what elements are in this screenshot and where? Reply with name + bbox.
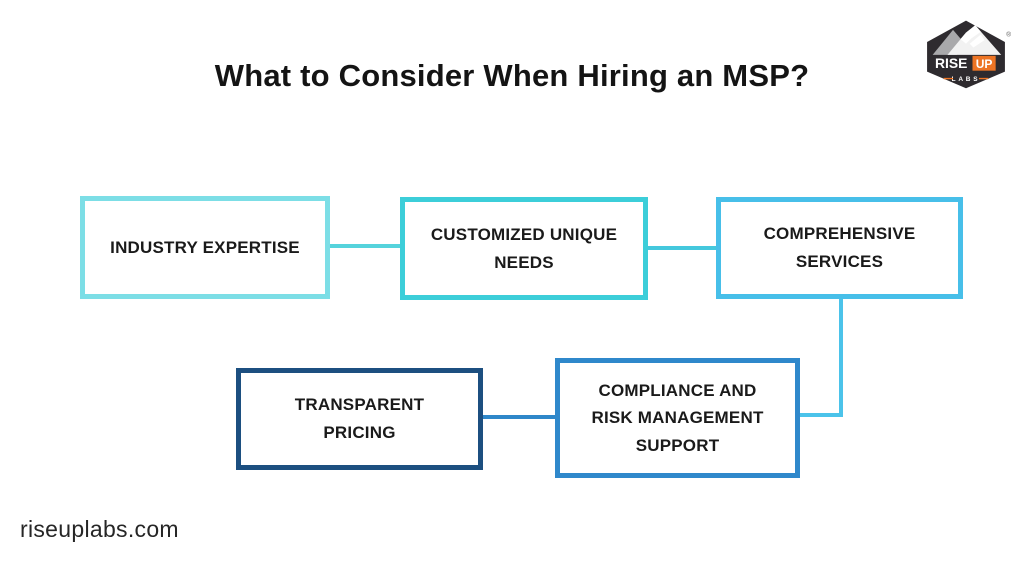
logo-mountain-snow	[960, 25, 981, 44]
connector-customized-to-comprehensive	[648, 246, 716, 250]
riseup-labs-logo: RISE UP LABS ®	[927, 20, 1011, 89]
msp-box-compliance-risk: COMPLIANCE AND RISK MANAGEMENT SUPPORT	[555, 358, 800, 478]
msp-box-comprehensive-services: COMPREHENSIVE SERVICES	[716, 197, 963, 299]
msp-box-customized-unique-needs: CUSTOMIZED UNIQUE NEEDS	[400, 197, 648, 300]
msp-box-industry-expertise: INDUSTRY EXPERTISE	[80, 196, 330, 299]
logo-word-labs: LABS	[952, 76, 981, 83]
logo-word-up: UP	[976, 57, 993, 71]
logo-word-rise: RISE	[935, 55, 967, 71]
box-label-compliance-risk: COMPLIANCE AND RISK MANAGEMENT SUPPORT	[591, 380, 764, 455]
box-label-transparent-pricing: TRANSPARENT PRICING	[294, 395, 425, 442]
box-label-customized-unique-needs: CUSTOMIZED UNIQUE NEEDS	[430, 224, 618, 272]
logo-registered-mark: ®	[1006, 30, 1011, 38]
footer-website-url: riseuplabs.com	[20, 516, 179, 542]
connector-transparent-to-compliance	[483, 415, 555, 419]
logo-rocket-icon	[969, 34, 985, 48]
connector-comprehensive-to-compliance-horizontal	[798, 413, 843, 417]
box-label-industry-expertise: INDUSTRY EXPERTISE	[110, 237, 300, 257]
logo-up-box	[972, 55, 996, 71]
box-label-comprehensive-services: COMPREHENSIVE SERVICES	[763, 224, 916, 271]
msp-box-transparent-pricing: TRANSPARENT PRICING	[236, 368, 483, 470]
page-title: What to Consider When Hiring an MSP?	[214, 58, 810, 93]
connector-industry-to-customized	[330, 244, 400, 248]
connector-comprehensive-to-compliance-vertical	[839, 299, 843, 417]
